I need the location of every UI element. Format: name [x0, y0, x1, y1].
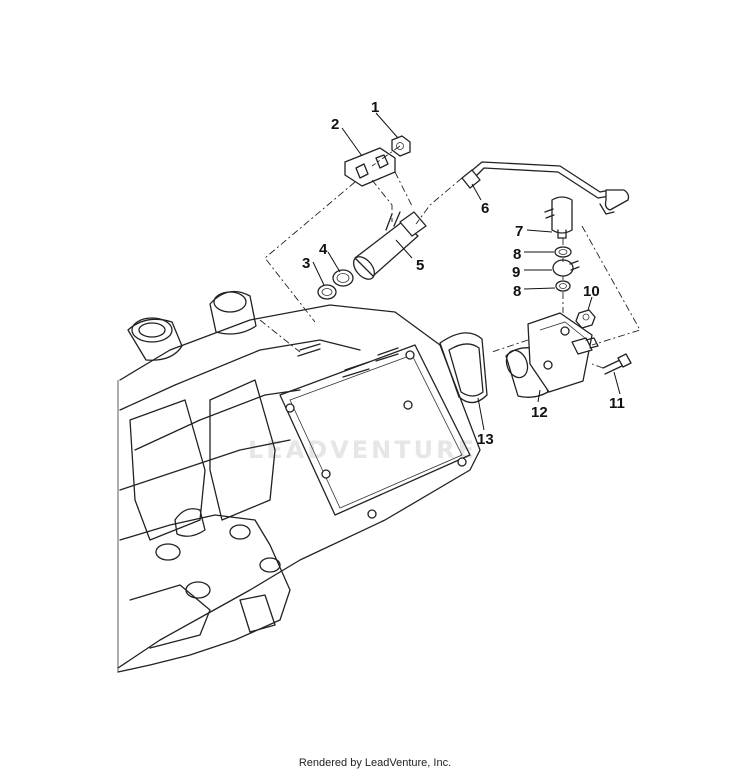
callout-7: 7 — [515, 223, 523, 240]
callout-9: 9 — [512, 264, 520, 281]
callout-8-lower: 8 — [513, 283, 521, 300]
bolt-11 — [602, 353, 632, 375]
callout-10: 10 — [583, 283, 600, 300]
callout-6: 6 — [481, 200, 489, 217]
watermark-text: LEADVENTURE — [248, 436, 477, 464]
assembly-lines — [259, 145, 641, 369]
washer-8-lower — [555, 280, 571, 292]
callout-11: 11 — [609, 395, 625, 412]
callout-12: 12 — [531, 404, 548, 421]
callout-4: 4 — [319, 241, 328, 258]
callout-1: 1 — [371, 99, 379, 116]
o-ring-3 — [317, 284, 337, 300]
callout-labels: 1 2 3 4 5 6 7 8 9 8 10 11 12 13 — [302, 99, 625, 448]
o-ring-4 — [332, 269, 354, 287]
injector-5 — [352, 211, 427, 280]
callout-5: 5 — [416, 257, 424, 274]
banjo-fitting-9 — [552, 259, 580, 277]
callout-2: 2 — [331, 116, 339, 133]
callout-8-upper: 8 — [513, 246, 521, 263]
injection-pump-12 — [505, 312, 599, 398]
washer-8-upper — [554, 246, 572, 258]
callout-3: 3 — [302, 255, 310, 272]
gasket-13 — [439, 332, 488, 404]
nut-10 — [575, 309, 596, 329]
callout-13: 13 — [477, 431, 494, 448]
clamp-2 — [344, 147, 396, 187]
fuel-pipe-6 — [461, 161, 630, 215]
leader-lines — [312, 112, 621, 431]
footer-credit: Rendered by LeadVenture, Inc. — [298, 757, 452, 769]
nut-1 — [391, 135, 411, 157]
engine-block — [117, 290, 481, 673]
fitting-7 — [544, 196, 573, 239]
